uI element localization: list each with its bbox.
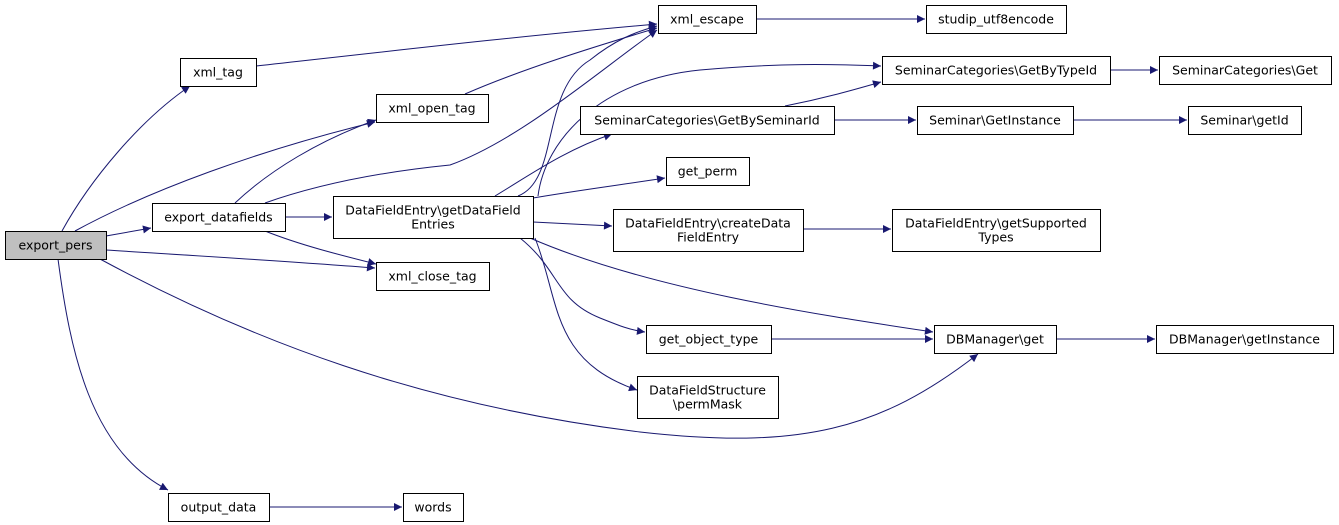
edge-sem_getbysemid-to-sem_gettypeid [784,80,882,107]
edge-export_datafields-to-xml_close_tag [264,230,377,266]
node-dbm_get[interactable]: DBManager\get [934,325,1057,354]
node-label: DataFieldEntry\getSupported [905,216,1087,231]
node-box [168,493,270,522]
node-label: DataFieldEntry\createData [625,216,791,231]
node-label: xml_tag [193,65,243,80]
node-box [934,325,1057,354]
node-label: FieldEntry [677,230,740,245]
node-label: xml_close_tag [388,269,476,284]
node-box [917,106,1074,135]
edge-export_datafields-to-xml_open_tag [234,118,377,204]
node-label: DataFieldStructure [649,383,766,398]
edge-export_pers-to-xml_close_tag [105,249,376,272]
node-label: get_perm [678,164,738,179]
edge-export_pers-to-export_datafields [105,225,152,237]
edge-dfe_getentries-to-get_perm [532,175,666,199]
node-label: SeminarCategories\Get [1172,63,1318,78]
node-box [666,157,750,186]
node-label: export_pers [18,238,92,253]
edge-xml_open_tag-to-xml_escape [464,26,658,95]
node-sem_getbysemid[interactable]: SeminarCategories\GetBySeminarId [580,106,835,135]
node-box [1188,106,1302,135]
node-label: SeminarCategories\GetBySeminarId [594,113,819,128]
edges-layer [57,15,1187,511]
node-dfs_permmask[interactable]: DataFieldStructure\permMask [637,376,779,419]
node-label: xml_escape [670,12,744,27]
node-label: get_object_type [659,332,759,347]
node-box [5,231,107,260]
edge-export_pers-to-output_data [57,258,169,491]
node-box [613,209,804,252]
node-output_data[interactable]: output_data [168,493,270,522]
edge-dfe_getentries-to-dfs_permmask [534,237,638,392]
edge-export_pers-to-xml_open_tag [74,120,376,232]
edge-dfe_getentries-to-dfe_create [532,221,613,230]
node-box [1159,56,1332,85]
node-get_perm[interactable]: get_perm [666,157,750,186]
node-box [926,5,1067,34]
node-label: DataFieldEntry\getDataField [345,203,520,218]
edge-dfe_getentries-to-sem_gettypeid [537,61,882,197]
node-box [637,376,779,419]
node-export_pers[interactable]: export_pers [5,231,107,260]
node-box [1156,325,1334,354]
edge-export_pers-to-dbm_get [99,258,979,439]
node-box [580,106,835,135]
node-xml_tag[interactable]: xml_tag [180,58,257,87]
node-dbm_getinstance[interactable]: DBManager\getInstance [1156,325,1334,354]
node-box [333,196,534,239]
node-box [892,209,1101,252]
node-seminar_getid[interactable]: Seminar\getId [1188,106,1302,135]
edge-export_datafields-to-xml_escape [264,29,658,204]
node-label: SeminarCategories\GetByTypeId [895,63,1097,78]
node-box [403,493,464,522]
node-label: Entries [411,217,455,232]
node-xml_escape[interactable]: xml_escape [658,5,757,34]
node-box [376,262,490,291]
node-box [882,56,1111,85]
node-box [180,58,257,87]
nodes-layer: export_pers xml_tag export_datafields xml_e… [5,5,1334,522]
edge-export_pers-to-xml_tag [61,85,191,232]
node-label: export_datafields [164,210,272,225]
edge-dfe_getentries-to-xml_escape [517,24,658,197]
node-label: DBManager\get [946,332,1044,347]
node-label: xml_open_tag [388,101,475,116]
node-sem_gettypeid[interactable]: SeminarCategories\GetByTypeId [882,56,1111,85]
edge-dfe_getentries-to-dbm_get [529,237,934,335]
node-label: Types [977,230,1013,245]
node-sem_get[interactable]: SeminarCategories\Get [1159,56,1332,85]
node-words[interactable]: words [403,493,464,522]
node-label: Seminar\getId [1200,113,1288,128]
edge-dfe_getentries-to-sem_getbysemid [494,132,613,197]
node-export_datafields[interactable]: export_datafields [152,203,286,232]
node-get_object_type[interactable]: get_object_type [646,325,772,354]
node-studip_utf8encode[interactable]: studip_utf8encode [926,5,1067,34]
node-label: Seminar\GetInstance [929,113,1061,128]
node-xml_close_tag[interactable]: xml_close_tag [376,262,490,291]
node-label: words [414,500,451,515]
edge-xml_tag-to-xml_escape [255,20,658,67]
node-xml_open_tag[interactable]: xml_open_tag [376,94,489,123]
node-label: studip_utf8encode [938,12,1054,27]
node-label: \permMask [673,397,743,412]
node-box [658,5,757,34]
node-label: output_data [181,500,257,515]
node-box [646,325,772,354]
edge-dfe_getentries-to-get_object_type [519,237,646,335]
node-box [152,203,286,232]
node-box [376,94,489,123]
node-seminar_getinstance[interactable]: Seminar\GetInstance [917,106,1074,135]
node-label: DBManager\getInstance [1169,332,1320,347]
